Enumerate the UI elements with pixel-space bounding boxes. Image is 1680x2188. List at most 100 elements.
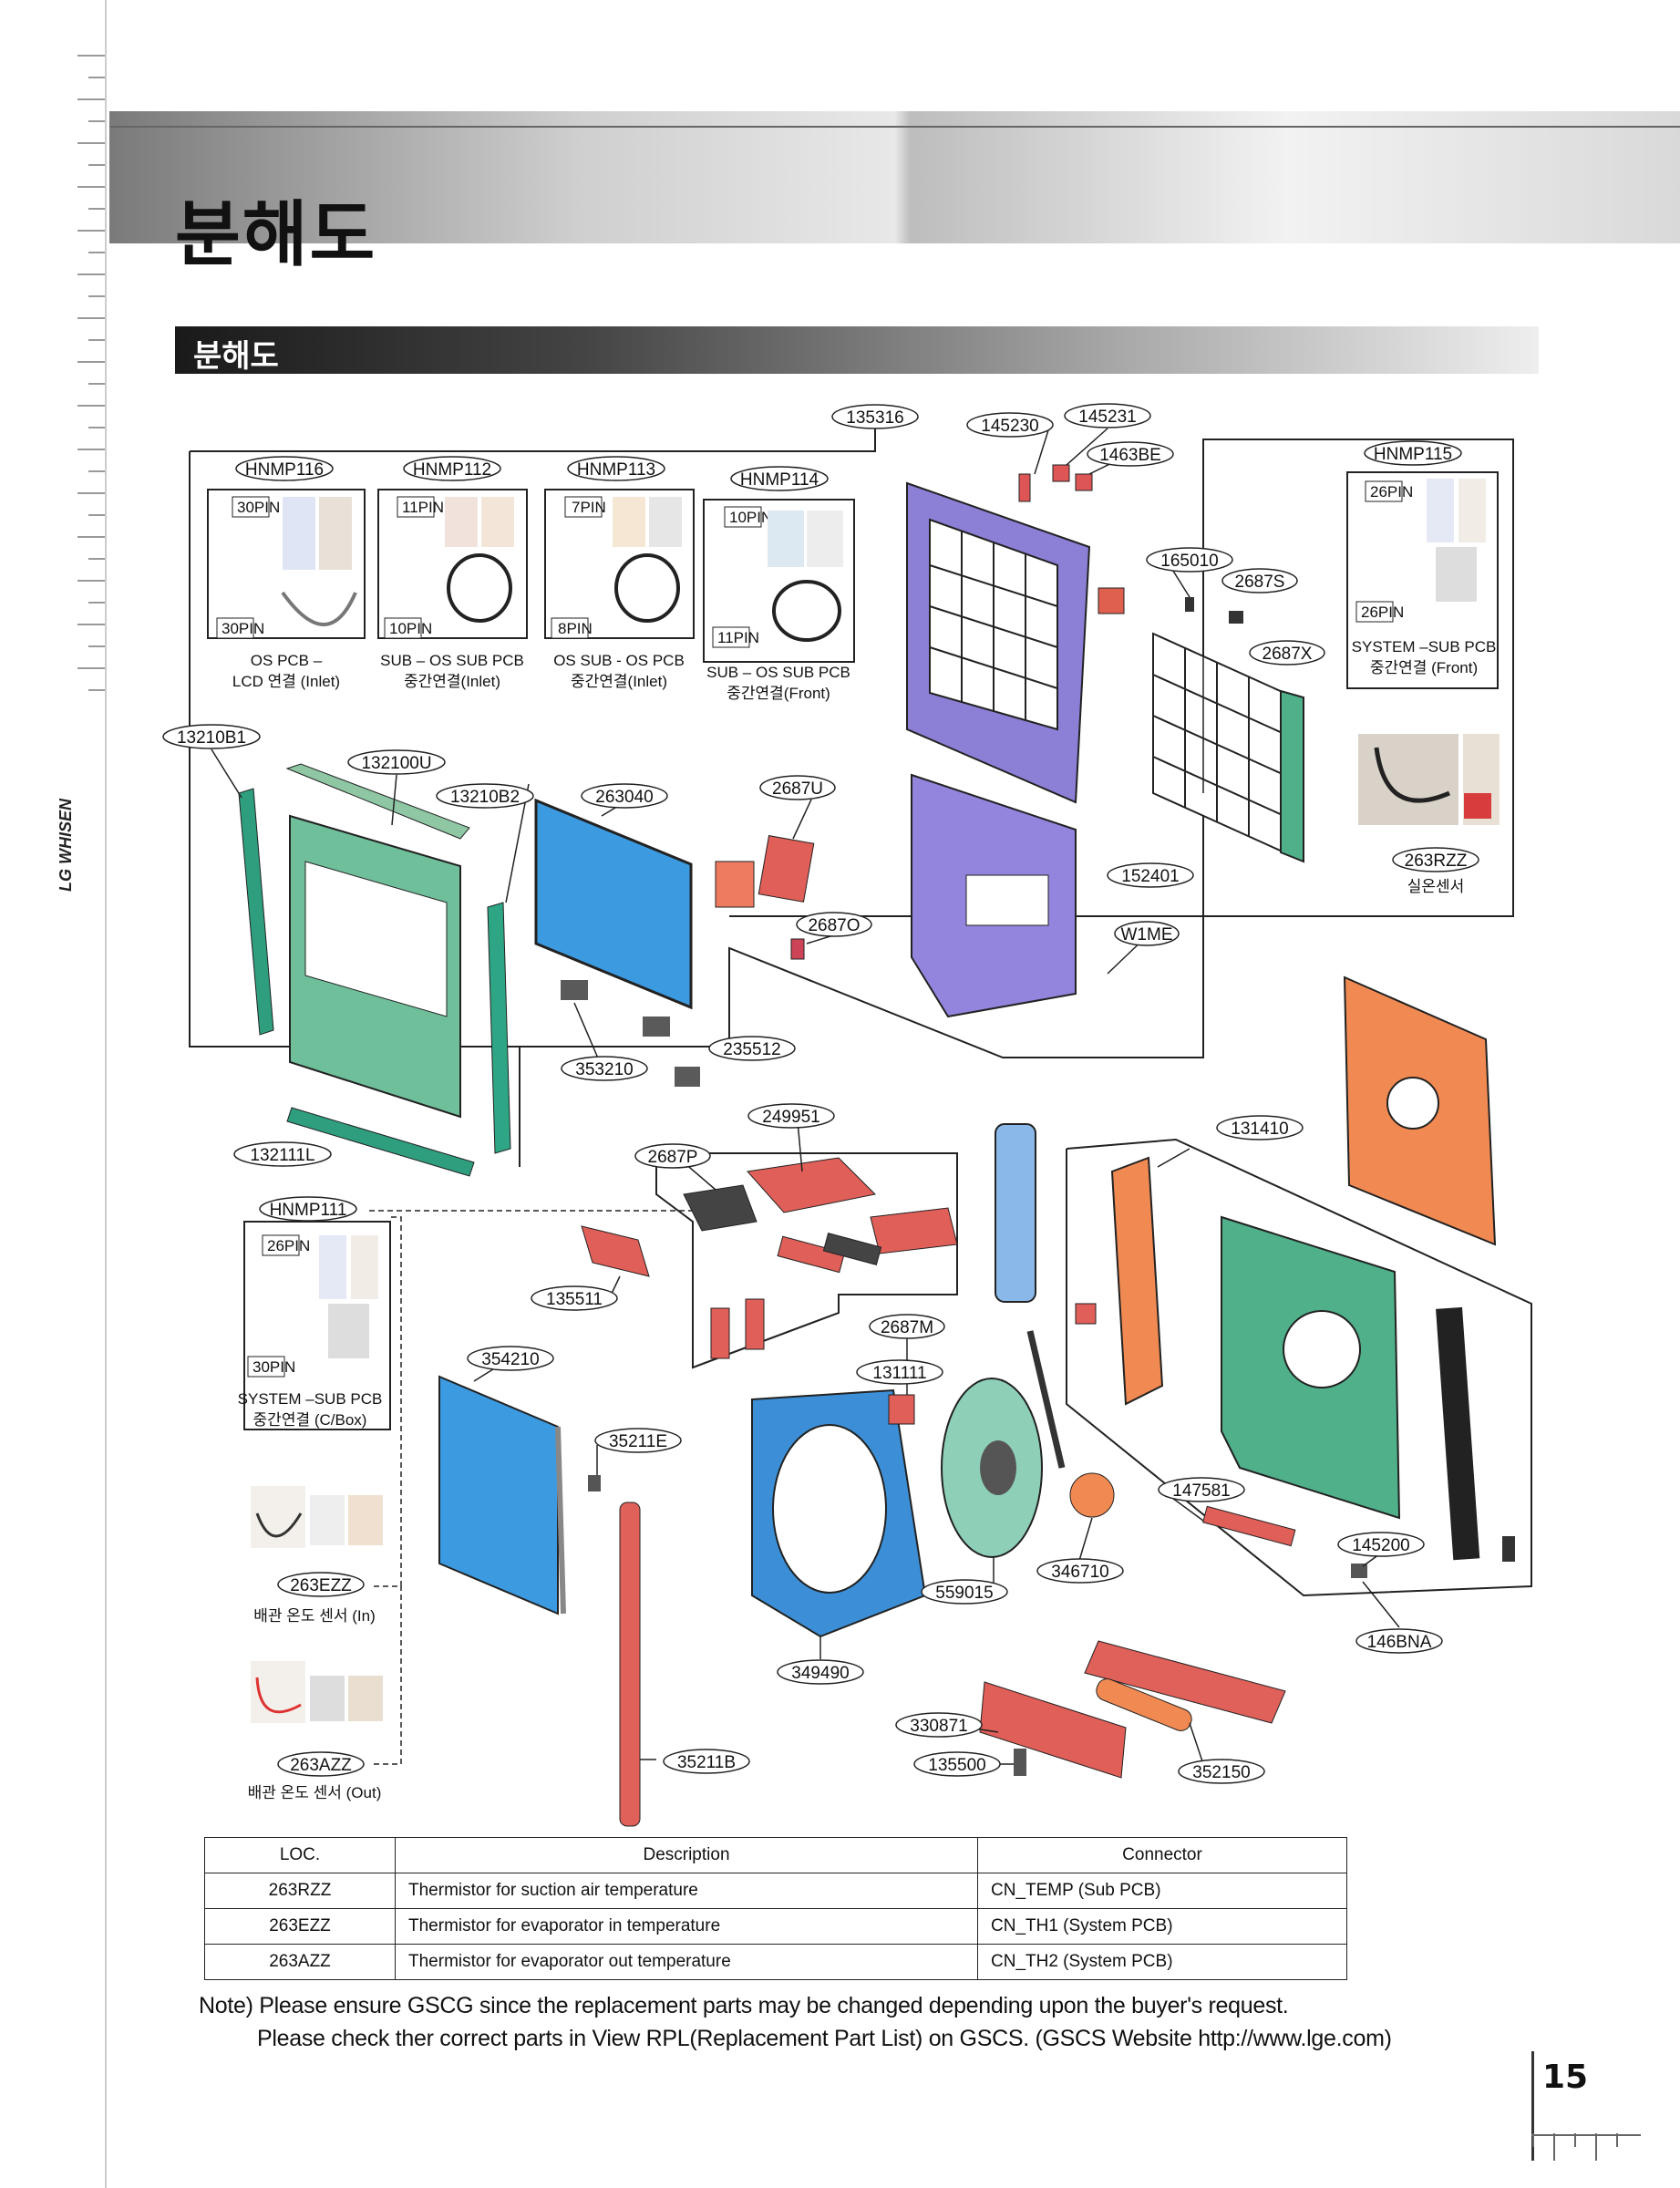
part-label: 131111: [856, 1359, 943, 1385]
remote-control: [995, 1123, 1036, 1303]
part-label-oval: [831, 404, 919, 429]
part-label-text: 2687U: [772, 779, 823, 799]
bracket-147581: [1202, 1505, 1296, 1547]
table-cell-description: Thermistor for suction air temperature: [395, 1873, 978, 1909]
display-panel-263040: [534, 798, 693, 1010]
bracket-353210-b: [643, 1017, 670, 1037]
part-label-oval: [567, 456, 665, 481]
part-label-text: 135511: [546, 1290, 603, 1309]
pin-label: 10PIN: [729, 509, 772, 526]
part-135511: [581, 1225, 650, 1277]
margin-tick: [77, 55, 105, 57]
part-label-text: 235512: [723, 1040, 780, 1059]
table-cell-connector: CN_TH1 (System PCB): [977, 1908, 1347, 1945]
margin-tick: [88, 208, 105, 210]
margin-tick: [77, 186, 105, 188]
part-label-oval: [663, 1749, 750, 1774]
part-label-oval: [777, 1659, 864, 1685]
part-label-text: 13210B1: [177, 728, 246, 748]
side-panel-red: [1110, 1156, 1164, 1406]
margin-tick: [77, 667, 105, 669]
connector-box-hnmp111: 26PIN 30PIN: [243, 1221, 391, 1430]
margin-tick: [88, 602, 105, 604]
part-label: 145200: [1337, 1532, 1425, 1557]
part-label-oval: [259, 1196, 357, 1222]
table-cell-loc: 263AZZ: [204, 1944, 396, 1980]
part-label-oval: [594, 1428, 682, 1453]
column-header-description: Description: [395, 1837, 978, 1873]
part-label-oval: [1087, 441, 1174, 467]
part-label-oval: [531, 1285, 618, 1311]
part-label: HNMP116: [235, 456, 334, 481]
margin-tick: [77, 449, 105, 450]
drain-pan-center: [1283, 1310, 1361, 1388]
bottom-grille-352150: [1084, 1640, 1286, 1724]
connector-caption: LCD 연결 (Inlet): [232, 673, 340, 690]
part-label-text: W1ME: [1121, 925, 1173, 944]
pcb-2687u: [758, 835, 815, 903]
pin-label: 26PIN: [267, 1237, 310, 1254]
table-cell-description: Thermistor for evaporator out temperatur…: [395, 1944, 978, 1980]
part-label-oval: [1221, 568, 1298, 593]
part-1463be: [1075, 473, 1093, 491]
part-label-oval: [277, 1572, 365, 1597]
part-label-oval: [277, 1751, 365, 1777]
margin-tick: [88, 383, 105, 385]
part-2687m-a: [710, 1307, 730, 1359]
part-label: 263EZZ: [277, 1572, 365, 1597]
part-label-text: 263RZZ: [1405, 851, 1468, 871]
footer-ticks: [1531, 2133, 1641, 2161]
part-label-text: 131410: [1231, 1120, 1288, 1139]
motor-346710: [1069, 1472, 1115, 1518]
part-label-text: 132100U: [361, 754, 431, 773]
part-label: HNMP112: [403, 456, 501, 481]
group-outline-top-left: [190, 428, 876, 452]
part-2687x: [1229, 611, 1243, 624]
connector-box-hnmp112: 11PIN 10PIN: [377, 489, 528, 639]
margin-tick: [77, 98, 105, 100]
margin-tick: [77, 580, 105, 582]
connector-caption: 중간연결(Inlet): [404, 673, 500, 690]
part-label-oval: [895, 1712, 983, 1738]
part-label-text: 354210: [481, 1350, 539, 1369]
column-header-connector: Connector: [977, 1837, 1347, 1873]
table-cell-loc: 263RZZ: [204, 1873, 396, 1909]
part-145230: [1018, 473, 1031, 502]
margin-tick: [88, 689, 105, 691]
part-label-text: 146BNA: [1367, 1633, 1432, 1652]
margin-tick: [77, 317, 105, 319]
part-label-text: 263AZZ: [290, 1756, 352, 1775]
part-label: 353210: [561, 1056, 648, 1081]
page-title: 분해도: [175, 194, 377, 276]
brand-text: LG WHISEN: [57, 798, 75, 892]
margin-tick: [88, 558, 105, 560]
part-label-oval: [233, 1141, 332, 1167]
pin-label: 26PIN: [1370, 483, 1413, 501]
connector-caption: 중간연결(Front): [727, 685, 830, 702]
part-label-oval: [162, 724, 261, 749]
part-vertical-strip: [1436, 1306, 1480, 1561]
part-145200: [1502, 1536, 1515, 1562]
table-cell-description: Thermistor for evaporator in temperature: [395, 1908, 978, 1945]
part-label: 354210: [467, 1346, 554, 1371]
part-label-text: HNMP114: [740, 470, 819, 490]
part-label-text: 145200: [1352, 1536, 1409, 1555]
group-outline-top: [189, 439, 1514, 1167]
part-label-text: 152401: [1121, 867, 1179, 886]
part-label-text: 135500: [928, 1756, 985, 1775]
part-label: 13210B1: [162, 724, 261, 749]
brand-logo: LG WHISEN: [57, 798, 75, 892]
pin-label: 30PIN: [253, 1358, 295, 1376]
margin-tick: [77, 230, 105, 232]
part-label-oval: [966, 412, 1054, 438]
part-label: 145231: [1064, 403, 1151, 428]
part-label-oval: [796, 912, 872, 937]
part-label: 13210B2: [436, 783, 534, 809]
part-label: 1463BE: [1087, 441, 1174, 467]
part-2687o: [790, 938, 805, 960]
part-label-text: HNMP113: [577, 460, 655, 480]
evaporator-edge: [555, 1426, 566, 1615]
note-line-2: Please check ther correct parts in View …: [257, 2026, 1392, 2051]
part-label-text: 145231: [1078, 408, 1136, 427]
connector-box-hnmp114: 10PIN 11PIN: [703, 499, 855, 663]
